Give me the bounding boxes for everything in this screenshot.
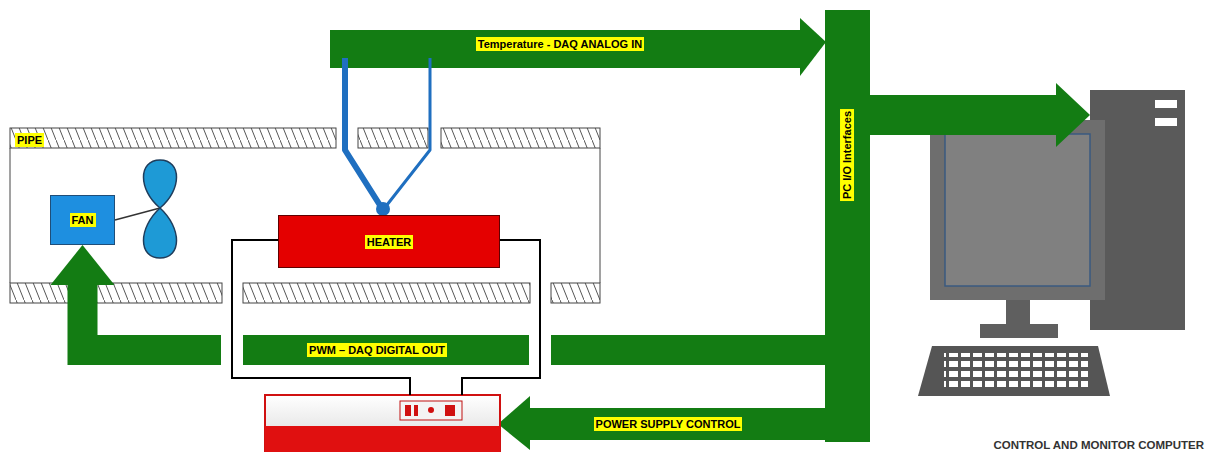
node-label: PC I/O Interfaces: [841, 109, 855, 201]
io-bar: PC I/O Interfaces: [825, 10, 870, 442]
computer: CONTROL AND MONITOR COMPUTER: [1090, 90, 1185, 330]
thermocouple-wire: [383, 58, 430, 210]
arrow-head: [800, 18, 826, 76]
pipe-wall-bottom: [10, 283, 222, 303]
power-supply-base: [265, 426, 500, 452]
thermocouple: [345, 58, 430, 210]
monitor-stand: [1006, 298, 1030, 328]
signal-arrow: [330, 18, 826, 76]
thermocouple-wire: [345, 58, 383, 210]
heater-box: HEATER: [278, 215, 500, 268]
node-label: FAN: [70, 213, 96, 227]
tower-slot: [1155, 100, 1177, 108]
power-supply: [265, 395, 500, 452]
signal-arrow: [498, 396, 828, 450]
power-supply-panel: [400, 401, 462, 420]
pipe-wall-bottom: [243, 283, 530, 303]
pipe-end: [600, 148, 601, 283]
pipe-wall: [10, 128, 600, 303]
power-supply-light: [414, 405, 418, 416]
propeller-blade: [144, 208, 177, 258]
signal-label: POWER SUPPLY CONTROL: [594, 417, 743, 431]
propeller-blade: [144, 160, 177, 208]
tower-slot: [1155, 118, 1177, 126]
power-supply-body: [265, 395, 500, 452]
pipe-wall-top: [10, 128, 336, 148]
arrow-head: [51, 245, 115, 285]
keyboard: [918, 346, 1110, 396]
arrow-band: [83, 285, 826, 350]
power-supply-light: [405, 405, 411, 416]
signal-label: Temperature - DAQ ANALOG IN: [476, 37, 644, 51]
arrow-head: [1056, 83, 1090, 147]
arrow-band: [870, 95, 1056, 135]
node-label: PIPE: [15, 133, 44, 147]
pipe-end: [10, 148, 11, 283]
caption-label: CONTROL AND MONITOR COMPUTER: [991, 438, 1206, 452]
computer-illustration: [918, 90, 1185, 396]
arrow-connector: [870, 83, 1090, 147]
pipe-wall-top: [358, 128, 428, 148]
pipe-wall-top: [441, 128, 600, 148]
edge-label: PWM – DAQ DIGITAL OUT: [307, 343, 447, 357]
arrow-band: [330, 30, 802, 68]
monitor-screen: [945, 134, 1090, 286]
monitor-frame: [930, 120, 1105, 300]
thermocouple-junction: [376, 202, 390, 216]
pipe-wall-bottom: [551, 283, 600, 303]
power-supply-light: [445, 405, 455, 416]
keyboard-keys: [944, 353, 1088, 389]
monitor-base: [980, 324, 1058, 338]
fan-box: FAN: [50, 195, 115, 245]
pipe: PIPE FAN HEATER: [10, 128, 600, 304]
node-label: HEATER: [365, 235, 413, 249]
arrow-head: [498, 396, 530, 450]
power-supply-knob: [428, 407, 434, 413]
arrow-band: [528, 408, 828, 440]
